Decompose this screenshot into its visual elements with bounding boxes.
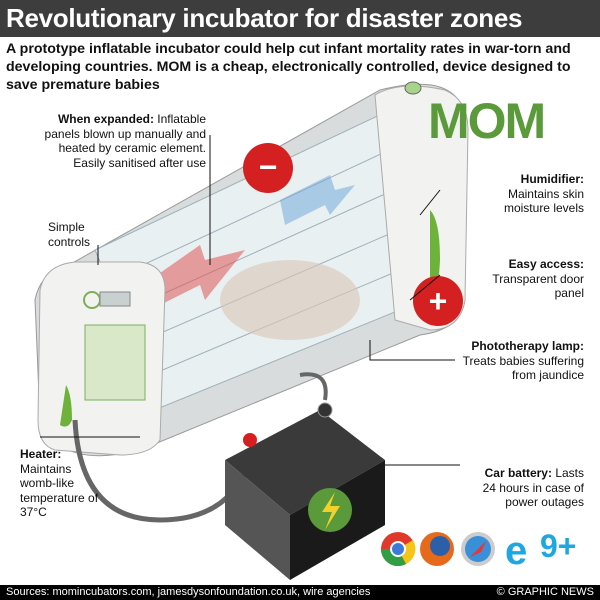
label-when-expanded: When expanded: Inflatable panels blown u… xyxy=(44,112,206,170)
car-battery xyxy=(225,402,385,580)
svg-text:+: + xyxy=(429,283,448,319)
label-easy-access: Easy access:Transparent door panel xyxy=(492,257,584,300)
minus-symbol-icon: − xyxy=(243,143,293,193)
control-panel xyxy=(99,291,131,307)
label-phototherapy-lamp: Phototherapy lamp:Treats babies sufferin… xyxy=(462,339,584,382)
vent-icon xyxy=(84,324,146,401)
label-humidifier: Humidifier:Maintains skin moisture level… xyxy=(503,172,584,215)
footer: Sources: momincubators.com, jamesdysonfo… xyxy=(0,585,600,600)
baby-figure xyxy=(220,260,360,340)
intro-text: A prototype inflatable incubator could h… xyxy=(6,41,571,93)
svg-text:−: − xyxy=(259,149,278,185)
label-heater: Heater:Maintains womb-like temperature o… xyxy=(20,447,99,519)
plus-symbol-icon: + xyxy=(413,276,463,326)
firefox-icon xyxy=(420,532,454,566)
browser-icons: e xyxy=(381,529,527,573)
sources: Sources: momincubators.com, jamesdysonfo… xyxy=(6,586,371,598)
ie-icon: e xyxy=(505,529,527,573)
credit: © GRAPHIC NEWS xyxy=(496,586,594,598)
cool-arrow xyxy=(280,175,355,225)
heat-arrow xyxy=(150,245,245,310)
safari-icon xyxy=(461,532,495,566)
chrome-icon xyxy=(381,532,416,567)
page-title: Revolutionary incubator for disaster zon… xyxy=(0,0,600,37)
label-simple-controls: Simple controls xyxy=(48,220,91,249)
mom-logo: MOM xyxy=(428,93,546,149)
label-car-battery: Car battery: Lasts 24 hours in case of p… xyxy=(482,466,584,509)
ie-version: 9+ xyxy=(540,528,577,564)
svg-text:e: e xyxy=(505,529,527,573)
